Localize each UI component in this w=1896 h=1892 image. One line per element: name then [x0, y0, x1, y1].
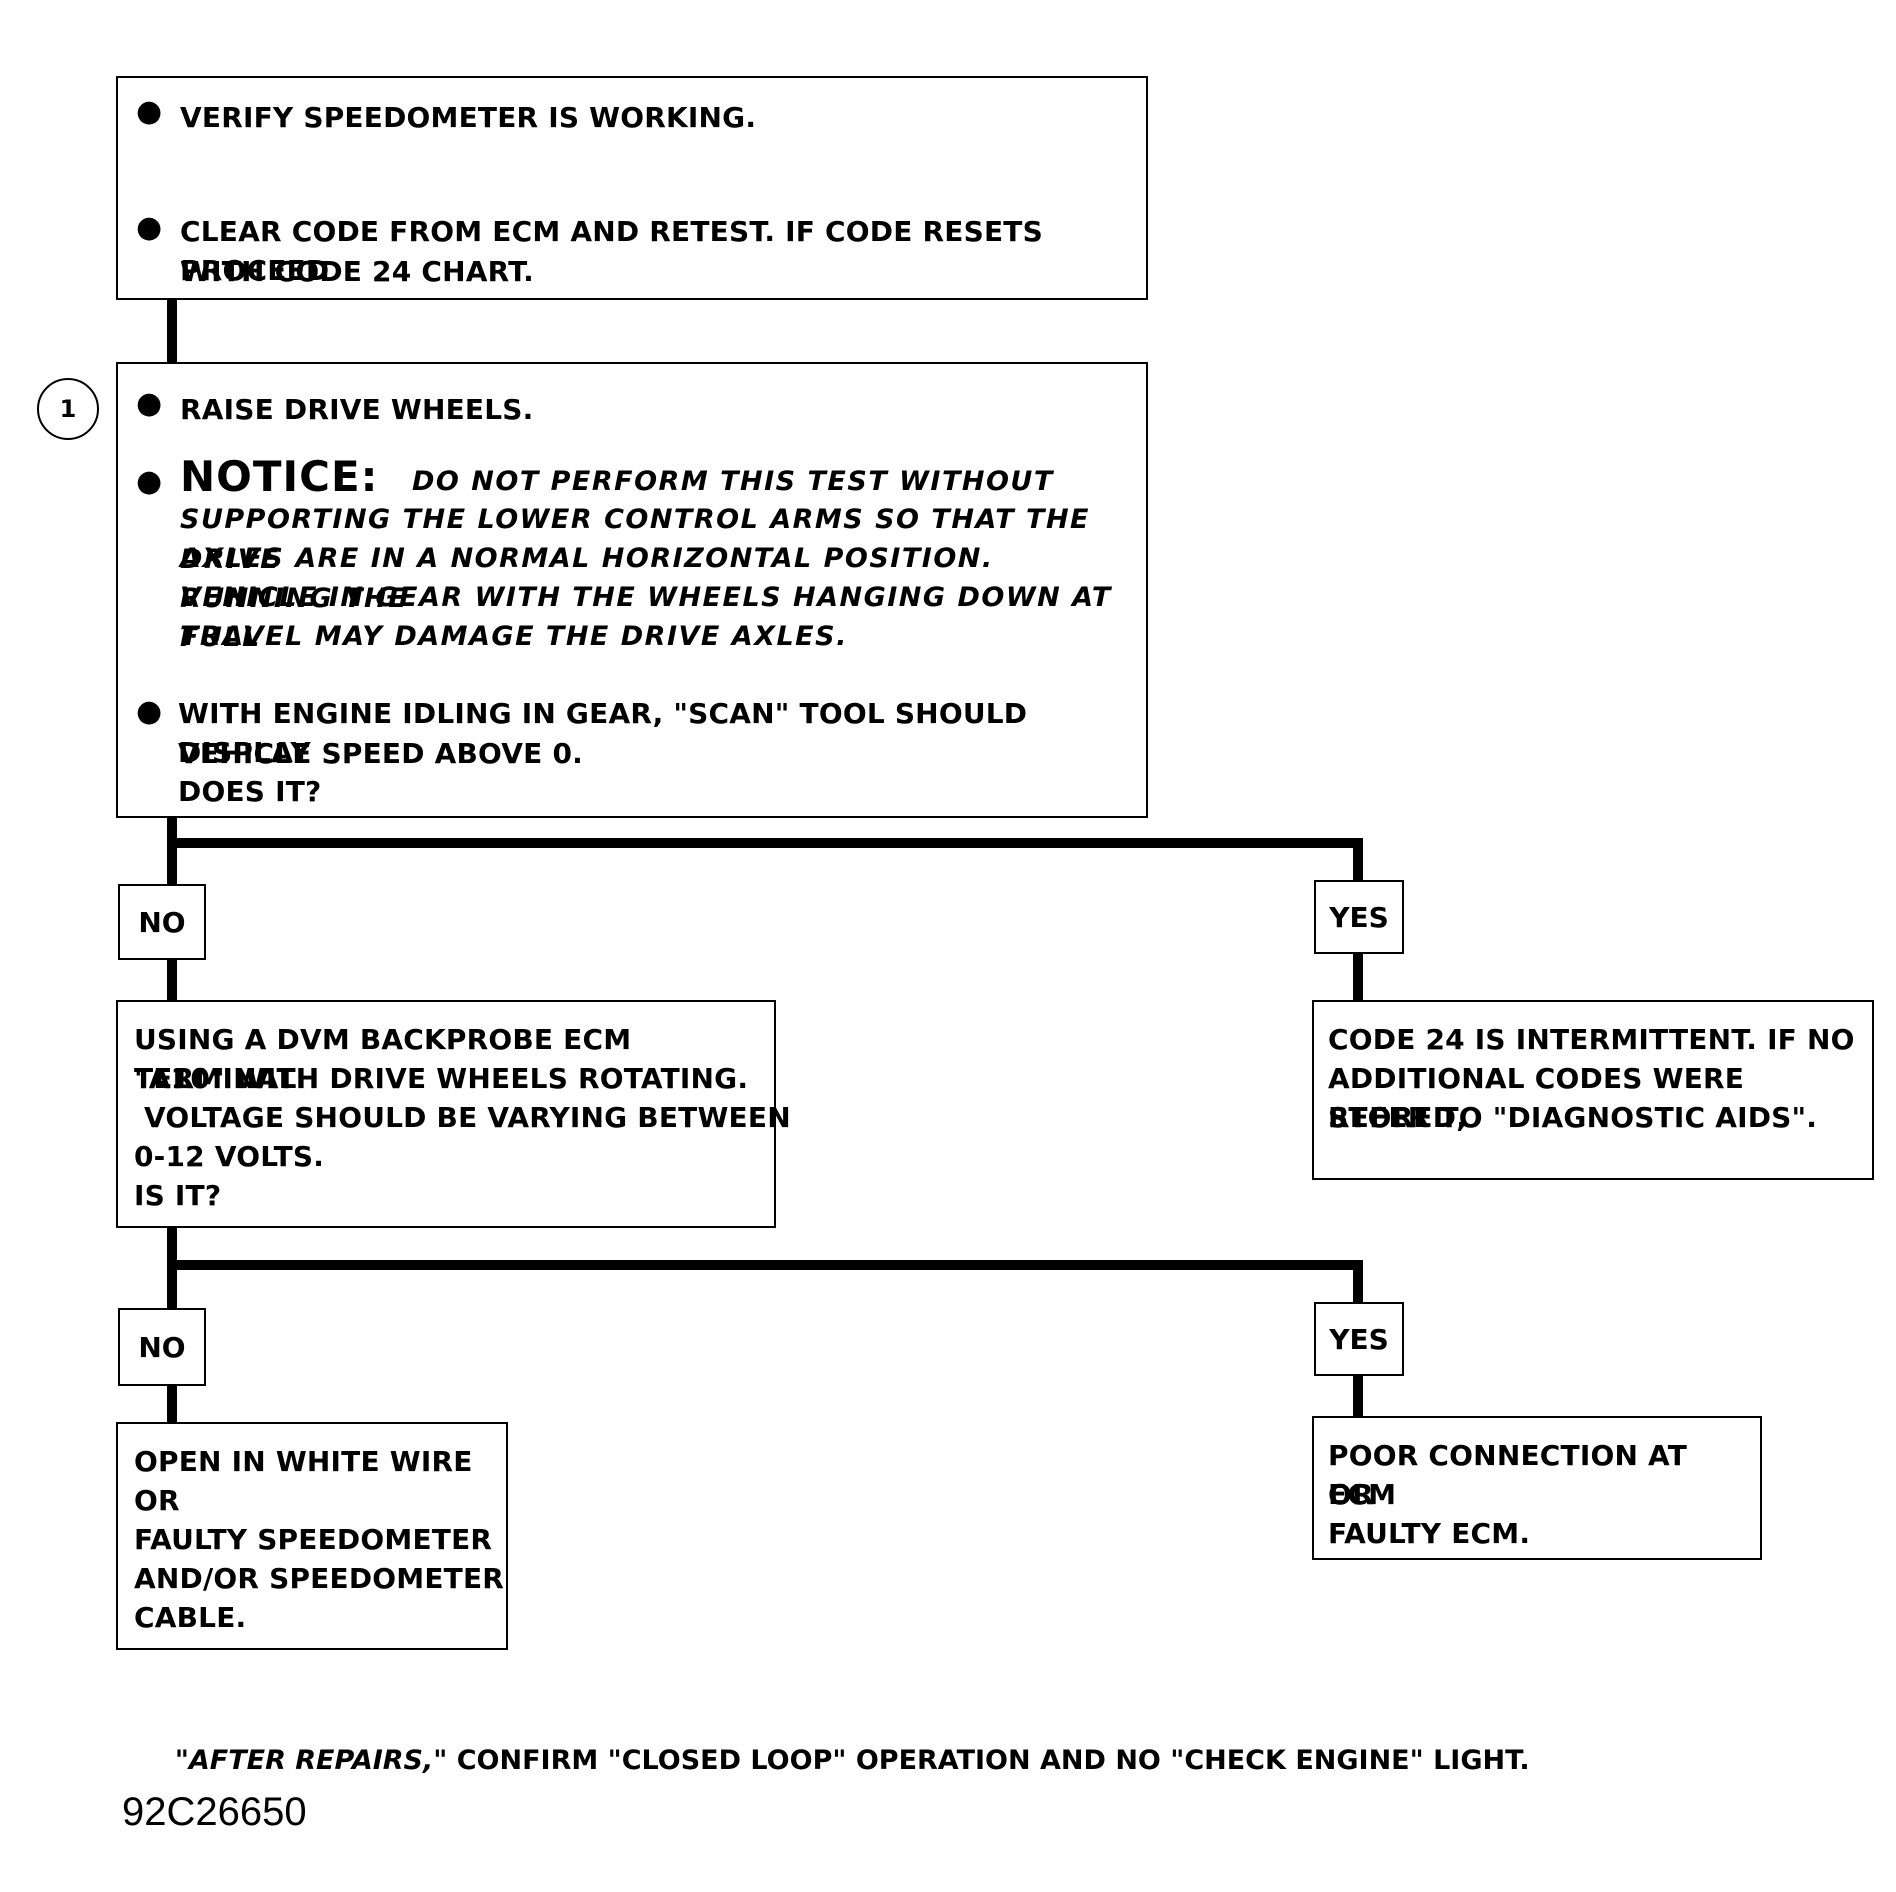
open-wire-line-2: OR: [134, 1484, 180, 1517]
connector-branch2-yes-down: [1353, 1260, 1363, 1306]
bullet-icon: ●: [136, 94, 163, 129]
open-wire-line-4: AND/OR SPEEDOMETER: [134, 1562, 505, 1595]
branch1-yes-label: YES: [1314, 880, 1404, 954]
dvm-line-1: USING A DVM BACKPROBE ECM TERMINAL: [134, 1023, 632, 1095]
branch1-no-label: NO: [118, 884, 206, 960]
notice-line-5: TRAVEL MAY DAMAGE THE DRIVE AXLES.: [180, 621, 848, 652]
connector-branch2-no-to-box: [167, 1384, 177, 1426]
bullet-icon: ●: [136, 386, 163, 421]
dvm-line-5: IS IT?: [134, 1179, 222, 1212]
step1-item-verify: VERIFY SPEEDOMETER IS WORKING.: [180, 101, 757, 134]
after-repairs-text: CONFIRM "CLOSED LOOP" OPERATION AND NO "…: [447, 1745, 1530, 1776]
open-wire-line-5: CABLE.: [134, 1601, 247, 1634]
branch1-yes-box: CODE 24 IS INTERMITTENT. IF NO ADDITIONA…: [1312, 1000, 1874, 1180]
step1-item-clear-cont: WITH CODE 24 CHART.: [180, 255, 535, 288]
poor-connection-line-1: POOR CONNECTION AT ECM: [1328, 1439, 1688, 1511]
connector-branch1-yes-to-box: [1353, 950, 1363, 1002]
connector-branch1-horizontal: [167, 838, 1363, 848]
scan-line-1: WITH ENGINE IDLING IN GEAR, "SCAN" TOOL …: [178, 697, 1028, 769]
raise-drive-wheels: RAISE DRIVE WHEELS.: [180, 393, 534, 426]
step1-item-clear: CLEAR CODE FROM ECM AND RETEST. IF CODE …: [180, 215, 1043, 287]
intermittent-line-3: REFER TO "DIAGNOSTIC AIDS".: [1328, 1101, 1818, 1134]
bullet-icon: ●: [136, 464, 163, 499]
intermittent-line-2: ADDITIONAL CODES WERE STORED,: [1328, 1062, 1745, 1134]
connector-step2-down: [167, 816, 177, 884]
notice-line-2: SUPPORTING THE LOWER CONTROL ARMS SO THA…: [180, 504, 1090, 575]
connector-branch2-yes-to-box: [1353, 1374, 1363, 1420]
dvm-line-4: 0-12 VOLTS.: [134, 1140, 325, 1173]
figure-id: 92C26650: [122, 1790, 307, 1834]
after-repairs-note: "AFTER REPAIRS," CONFIRM "CLOSED LOOP" O…: [156, 1714, 1530, 1776]
connector-branch1-no-to-box: [167, 958, 177, 1002]
poor-connection-line-3: FAULTY ECM.: [1328, 1517, 1531, 1550]
after-repairs-label: "AFTER REPAIRS,": [174, 1745, 448, 1776]
notice-line-3: AXLES ARE IN A NORMAL HORIZONTAL POSITIO…: [180, 543, 994, 614]
bullet-icon: ●: [136, 210, 163, 245]
scan-line-2: VEHICLE SPEED ABOVE 0.: [178, 737, 583, 770]
notice-label: NOTICE:: [180, 452, 379, 501]
step1-box: ● VERIFY SPEEDOMETER IS WORKING. ● CLEAR…: [116, 76, 1148, 300]
open-wire-line-1: OPEN IN WHITE WIRE: [134, 1445, 473, 1478]
scan-line-3: DOES IT?: [178, 775, 322, 808]
connector-branch2-horizontal: [167, 1260, 1363, 1270]
open-wire-line-3: FAULTY SPEEDOMETER: [134, 1523, 493, 1556]
branch1-no-box: USING A DVM BACKPROBE ECM TERMINAL "A10"…: [116, 1000, 791, 1228]
branch2-yes-label: YES: [1314, 1302, 1404, 1376]
poor-connection-line-2: OR: [1328, 1478, 1374, 1511]
notice-line-4: VEHICLE IN GEAR WITH THE WHEELS HANGING …: [180, 582, 1112, 653]
notice-line-1: DO NOT PERFORM THIS TEST WITHOUT: [412, 466, 1054, 497]
bullet-icon: ●: [136, 694, 163, 729]
branch2-no-box: OPEN IN WHITE WIRE OR FAULTY SPEEDOMETER…: [116, 1422, 508, 1650]
dvm-line-2: "A10" WITH DRIVE WHEELS ROTATING.: [134, 1062, 749, 1095]
dvm-line-3: VOLTAGE SHOULD BE VARYING BETWEEN: [134, 1101, 791, 1134]
intermittent-line-1: CODE 24 IS INTERMITTENT. IF NO: [1328, 1023, 1855, 1056]
branch2-yes-box: POOR CONNECTION AT ECM OR FAULTY ECM.: [1312, 1416, 1762, 1560]
connector-step1-step2: [167, 298, 177, 364]
branch2-no-label: NO: [118, 1308, 206, 1386]
step2-box: ● RAISE DRIVE WHEELS. ● NOTICE: DO NOT P…: [116, 362, 1148, 818]
step-marker-1: 1: [37, 378, 99, 440]
connector-branch1-yes-down: [1353, 838, 1363, 882]
